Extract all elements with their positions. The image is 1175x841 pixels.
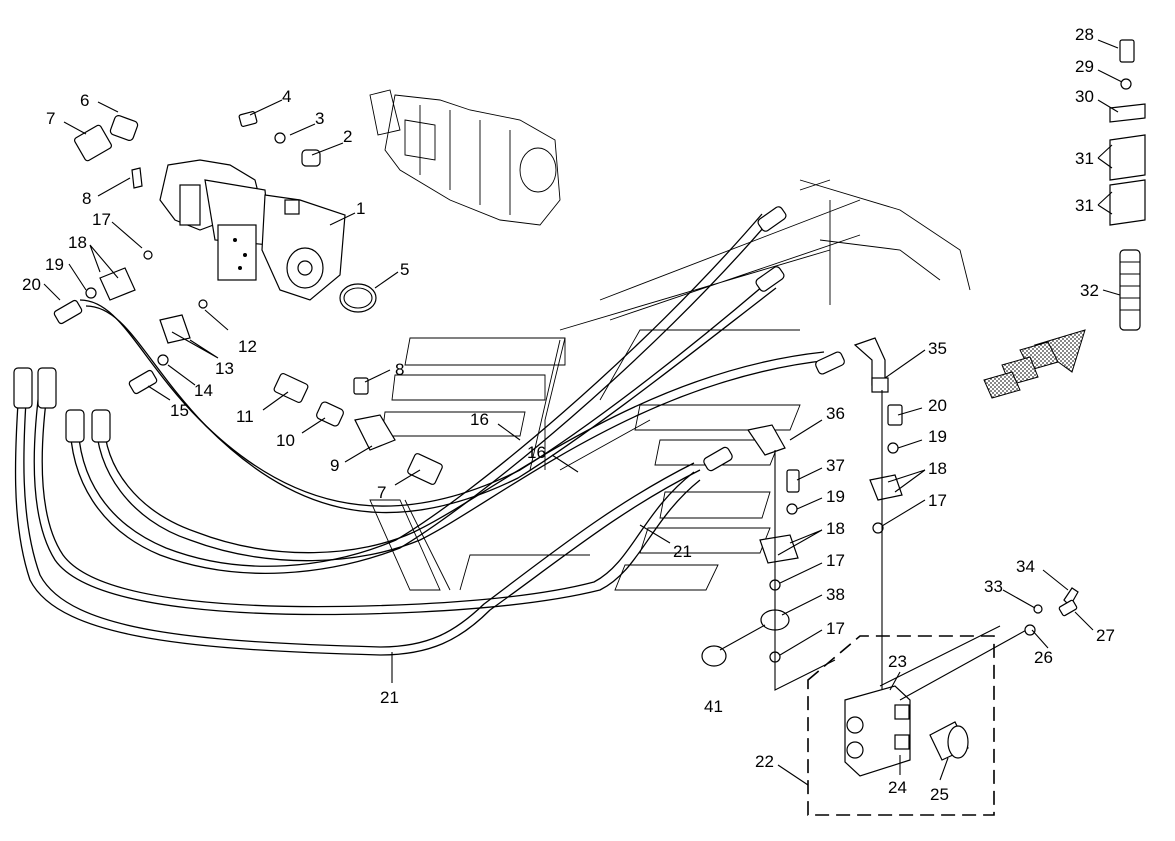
valve-block	[807, 587, 1079, 816]
callout-8-mid: 8	[395, 360, 404, 379]
callout-24: 24	[888, 778, 907, 797]
callout-21-bottom: 21	[380, 688, 399, 707]
callout-34: 34	[1016, 557, 1035, 576]
callout-31-a: 31	[1075, 149, 1094, 168]
hoses	[14, 213, 831, 656]
callout-labels: 1 2 3 4 5 6 7 7 8 8 9 10 11 12 13 14 15 …	[22, 25, 1115, 804]
callout-6: 6	[80, 91, 89, 110]
callout-30: 30	[1075, 87, 1094, 106]
callout-33: 33	[984, 577, 1003, 596]
leader-lines	[43, 39, 1123, 786]
direction-arrow	[983, 329, 1086, 399]
callout-37: 37	[826, 456, 845, 475]
callout-23: 23	[888, 652, 907, 671]
callout-8-top: 8	[82, 189, 91, 208]
callout-18-mid: 18	[826, 519, 845, 538]
callout-35: 35	[928, 339, 947, 358]
callout-28: 28	[1075, 25, 1094, 44]
hydraulic-pump	[159, 159, 346, 301]
callout-16-b: 16	[527, 443, 546, 462]
callout-10: 10	[276, 431, 295, 450]
callout-13: 13	[215, 359, 234, 378]
callout-36: 36	[826, 404, 845, 423]
callout-25: 25	[930, 785, 949, 804]
callout-19-left: 19	[45, 255, 64, 274]
callout-18-right: 18	[928, 459, 947, 478]
callout-2: 2	[343, 127, 352, 146]
callout-5: 5	[400, 260, 409, 279]
callout-19-mid: 19	[826, 487, 845, 506]
callout-17-right: 17	[928, 491, 947, 510]
callout-26: 26	[1034, 648, 1053, 667]
hose-fittings	[13, 206, 845, 472]
callout-3: 3	[315, 109, 324, 128]
callout-22: 22	[755, 752, 774, 771]
callout-16-a: 16	[470, 410, 489, 429]
callout-31-b: 31	[1075, 196, 1094, 215]
callout-15: 15	[170, 401, 189, 420]
o-ring-5	[339, 283, 377, 313]
callout-7-bottom: 7	[377, 483, 386, 502]
callout-32: 32	[1080, 281, 1099, 300]
callout-11: 11	[236, 407, 254, 426]
callout-29: 29	[1075, 57, 1094, 76]
callout-20-right: 20	[928, 396, 947, 415]
callout-17-low: 17	[826, 619, 845, 638]
callout-1: 1	[356, 199, 365, 218]
callout-17-mid: 17	[826, 551, 845, 570]
clamp-stack	[1109, 39, 1146, 331]
background-pump-outline	[369, 89, 561, 226]
callout-14: 14	[194, 381, 213, 400]
callout-21-right: 21	[673, 542, 692, 561]
callout-20-left: 20	[22, 275, 41, 294]
background-frame-outline	[369, 179, 971, 591]
callout-18-left: 18	[68, 233, 87, 252]
callout-4: 4	[282, 87, 291, 106]
callout-12: 12	[238, 337, 257, 356]
callout-9: 9	[330, 456, 339, 475]
callout-41: 41	[704, 697, 723, 716]
callout-38: 38	[826, 585, 845, 604]
callout-27: 27	[1096, 626, 1115, 645]
right-fittings	[701, 337, 903, 691]
callout-19-right: 19	[928, 427, 947, 446]
callout-17-left: 17	[92, 210, 111, 229]
fittings-small	[53, 110, 443, 485]
callout-7-top: 7	[46, 109, 55, 128]
